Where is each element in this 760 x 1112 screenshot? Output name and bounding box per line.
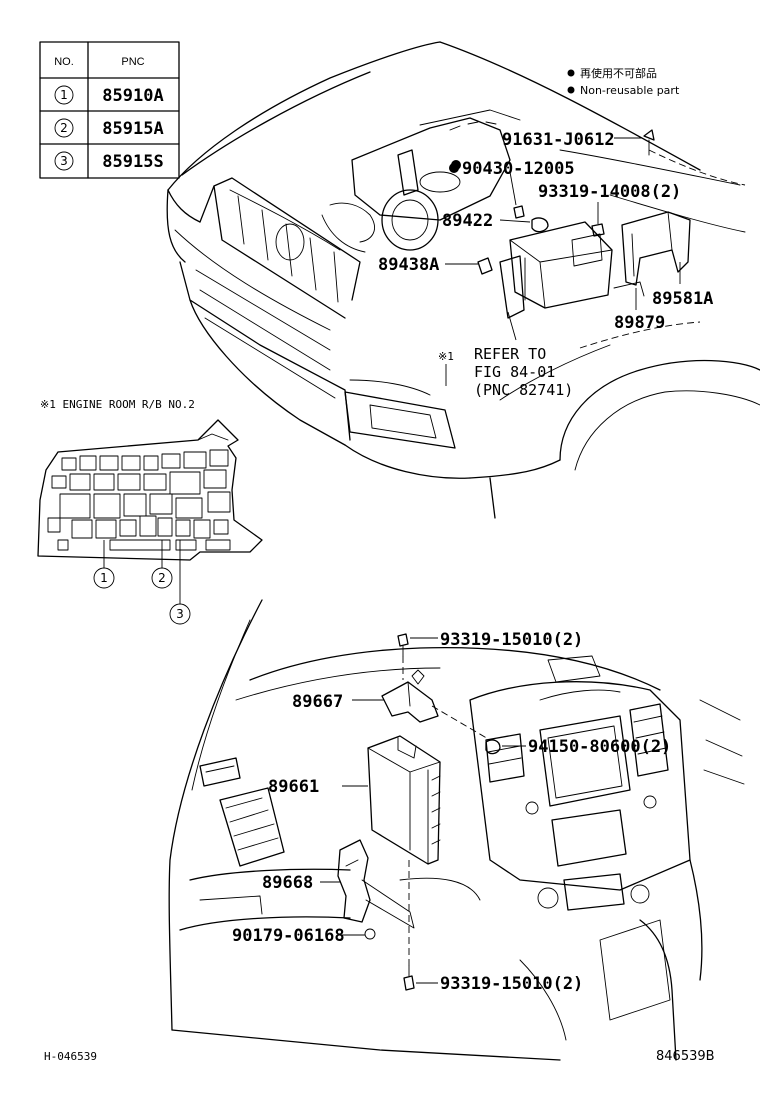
- non-reusable-dot-icon: [449, 163, 459, 173]
- relay-box-title: ※1 ENGINE ROOM R/B NO.2: [40, 398, 195, 411]
- label-89661: 89661: [268, 777, 319, 797]
- label-89879: 89879: [614, 313, 665, 333]
- label-93319-15010-bottom: 93319-15010(2): [440, 974, 583, 994]
- relay-callout-2: 2: [158, 571, 166, 585]
- pnc-table: NO. PNC 1 85910A 2 85915A 3 85915S: [39, 41, 180, 179]
- table-row-3-pnc: 85915S: [102, 152, 163, 172]
- vehicle-front-illustration: [166, 41, 760, 519]
- table-row-2-no: 2: [60, 121, 68, 135]
- label-89581A: 89581A: [652, 289, 713, 309]
- legend-line-1: 再使用不可部品: [580, 66, 657, 80]
- dash-part-labels: 93319-15010(2) 89667 94150-80600(2) 8966…: [232, 630, 671, 994]
- table-row-1-pnc: 85910A: [102, 86, 163, 106]
- footer-left-code: H-046539: [44, 1050, 97, 1063]
- engine-part-labels: 91631-J0612 90430-12005 93319-14008(2) 8…: [378, 130, 713, 399]
- non-reusable-dot-icon: [567, 86, 575, 94]
- label-90179-06168: 90179-06168: [232, 926, 345, 946]
- non-reusable-dot-icon: [567, 69, 575, 77]
- table-row-2-pnc: 85915A: [102, 119, 163, 139]
- ref-mark: ※1: [438, 350, 454, 363]
- label-89668: 89668: [262, 873, 313, 893]
- relay-callout-1: 1: [100, 571, 108, 585]
- table-header-pnc: PNC: [121, 56, 144, 68]
- table-row-1-no: 1: [60, 88, 68, 102]
- table-row-3-no: 3: [60, 154, 68, 168]
- table-header-no: NO.: [54, 56, 74, 68]
- label-89667: 89667: [292, 692, 343, 712]
- label-94150-80600: 94150-80600(2): [528, 737, 671, 757]
- legend-line-2: Non-reusable part: [580, 84, 680, 97]
- label-89438A: 89438A: [378, 255, 439, 275]
- ref-line-2: FIG 84-01: [474, 363, 555, 381]
- legend: 再使用不可部品 Non-reusable part: [567, 66, 680, 97]
- relay-callout-3: 3: [176, 607, 184, 621]
- dashboard-illustration: [168, 599, 745, 1061]
- label-93319-15010-top: 93319-15010(2): [440, 630, 583, 650]
- label-90430-12005: 90430-12005: [462, 159, 575, 179]
- label-89422: 89422: [442, 211, 493, 231]
- label-93319-14008: 93319-14008(2): [538, 182, 681, 202]
- footer-right-code: 846539B: [656, 1049, 715, 1064]
- ref-line-3: (PNC 82741): [474, 381, 573, 399]
- relay-box-inset: ※1 ENGINE ROOM R/B NO.2 1: [37, 398, 263, 625]
- label-91631-J0612: 91631-J0612: [502, 130, 615, 150]
- ref-line-1: REFER TO: [474, 345, 546, 363]
